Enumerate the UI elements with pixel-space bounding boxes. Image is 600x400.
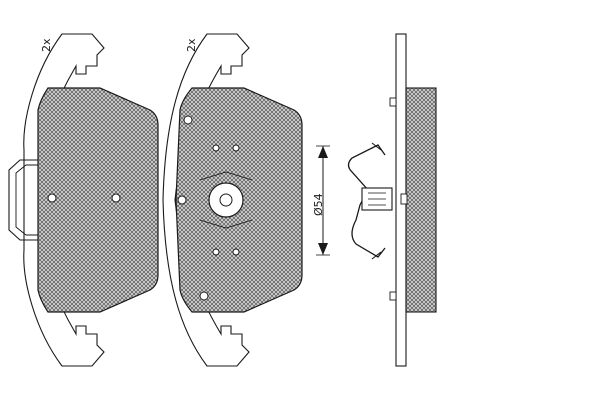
left-brake-pad: 2x (8, 33, 159, 367)
left-pad-rivet-left (47, 193, 57, 203)
middle-pad-rivet-left (177, 195, 187, 205)
pad-side-view (389, 33, 437, 367)
side-view-friction-lining (405, 87, 437, 313)
middle-pad-rivet-bottom (199, 291, 209, 301)
spring-clip (347, 142, 393, 260)
middle-qty-label: 2x (185, 38, 198, 52)
left-pad-rivet-right (111, 193, 121, 203)
diameter-dimension: Ø54 (312, 145, 330, 256)
left-friction-lining (37, 87, 159, 313)
left-qty-label: 2x (40, 38, 53, 52)
middle-pad-rivet-top (183, 115, 193, 125)
dimension-label: Ø54 (312, 193, 325, 216)
middle-brake-pad: 2x (162, 33, 303, 367)
